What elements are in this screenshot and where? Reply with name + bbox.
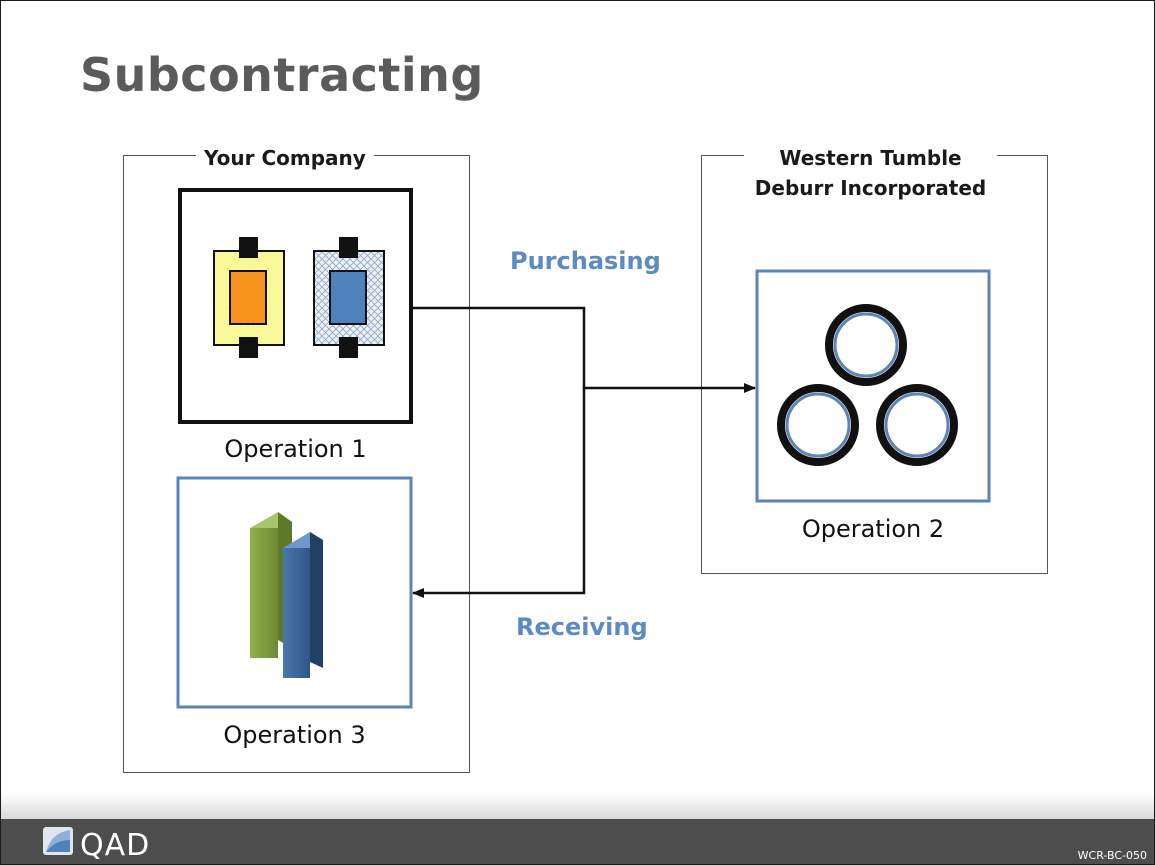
footer-bar xyxy=(1,819,1154,864)
your-company-label: Your Company xyxy=(196,143,374,173)
flow-connectors xyxy=(411,306,756,598)
subcontractor-label-line2: Deburr Incorporated xyxy=(754,176,987,200)
operation-1-label: Operation 1 xyxy=(224,435,367,463)
slide-code: WCR-BC-050 xyxy=(1077,849,1147,862)
subcontractor-label: Western Tumble Deburr Incorporated xyxy=(744,143,997,203)
footer xyxy=(1,793,1154,864)
logo-text: QAD xyxy=(80,828,151,863)
component-orange-icon xyxy=(213,237,285,358)
component-blue-icon xyxy=(313,237,385,358)
operation-3-label: Operation 3 xyxy=(223,721,366,749)
bars-icon xyxy=(250,512,323,678)
rings-icon xyxy=(777,304,958,466)
purchasing-label: Purchasing xyxy=(510,247,661,275)
slide-title: Subcontracting xyxy=(80,48,484,102)
purchasing-arrow xyxy=(411,306,756,393)
operation-2-box xyxy=(755,269,991,503)
operation-2-label: Operation 2 xyxy=(801,515,945,543)
qad-logo-icon xyxy=(43,827,73,855)
receiving-label: Receiving xyxy=(516,613,648,641)
receiving-arrow xyxy=(412,388,586,598)
footer-gradient xyxy=(1,793,1154,819)
subcontractor-label-line1: Western Tumble xyxy=(779,146,962,170)
